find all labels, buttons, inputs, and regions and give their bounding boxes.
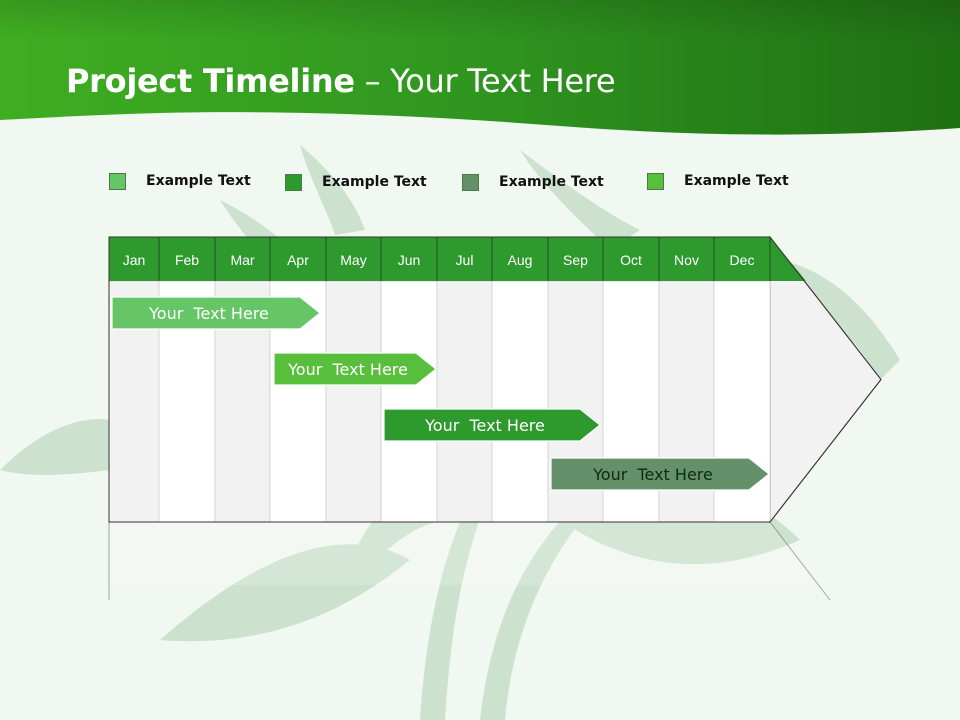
timeline-border bbox=[108, 236, 770, 523]
month-column bbox=[380, 280, 438, 523]
month-label: Aug bbox=[508, 252, 533, 268]
legend-swatch bbox=[647, 172, 664, 190]
month-label: Jul bbox=[456, 252, 474, 268]
month-label: Apr bbox=[287, 252, 309, 268]
slide-title: Project Timeline – Your Text Here bbox=[66, 60, 616, 102]
task-arrow-shape bbox=[273, 352, 437, 386]
task-arrow: Your Text Here bbox=[111, 296, 321, 330]
task-arrow: Your Text Here bbox=[273, 352, 437, 386]
month-label: May bbox=[340, 252, 366, 268]
title-subtitle: Your Text Here bbox=[390, 62, 616, 100]
timeline-reflection bbox=[108, 521, 831, 601]
task-arrow-shape bbox=[111, 296, 321, 330]
task-label: Your Text Here bbox=[287, 360, 408, 379]
task-arrow: Your Text Here bbox=[383, 408, 601, 442]
month-column bbox=[436, 280, 493, 523]
legend-item: Example Text bbox=[647, 170, 789, 192]
month-column bbox=[325, 280, 382, 523]
arrow-edge bbox=[769, 236, 882, 380]
task-label: Your Text Here bbox=[148, 304, 269, 323]
task-arrow-shape bbox=[383, 408, 601, 442]
month-label: Jun bbox=[398, 252, 421, 268]
title-separator: – bbox=[354, 62, 391, 100]
month-label: Mar bbox=[230, 252, 254, 268]
legend-label: Example Text bbox=[322, 174, 427, 190]
reflection-line bbox=[769, 521, 831, 601]
month-column bbox=[491, 280, 549, 523]
month-label: Jan bbox=[123, 252, 146, 268]
task-label: Your Text Here bbox=[424, 416, 545, 435]
task-arrow-shape bbox=[550, 457, 770, 491]
task-label: Your Text Here bbox=[592, 465, 713, 484]
header-shade bbox=[0, 0, 960, 40]
task-arrow: Your Text Here bbox=[550, 457, 770, 491]
legend-label: Example Text bbox=[146, 173, 251, 189]
month-label: Feb bbox=[175, 252, 199, 268]
legend-item: Example Text bbox=[285, 171, 427, 193]
legend-swatch bbox=[109, 172, 126, 190]
month-label: Dec bbox=[730, 252, 755, 268]
legend-item: Example Text bbox=[462, 171, 604, 193]
legend-label: Example Text bbox=[499, 174, 604, 190]
legend-label: Example Text bbox=[684, 173, 789, 189]
arrow-edge bbox=[769, 379, 882, 523]
reflection-body bbox=[109, 522, 820, 585]
legend-item: Example Text bbox=[109, 170, 251, 192]
month-label: Oct bbox=[620, 252, 642, 268]
month-label: Sep bbox=[563, 252, 588, 268]
month-label: Nov bbox=[674, 252, 699, 268]
title-bold: Project Timeline bbox=[66, 62, 355, 100]
month-header-bar bbox=[109, 237, 806, 281]
legend-swatch bbox=[462, 173, 479, 191]
legend-swatch bbox=[285, 173, 302, 191]
